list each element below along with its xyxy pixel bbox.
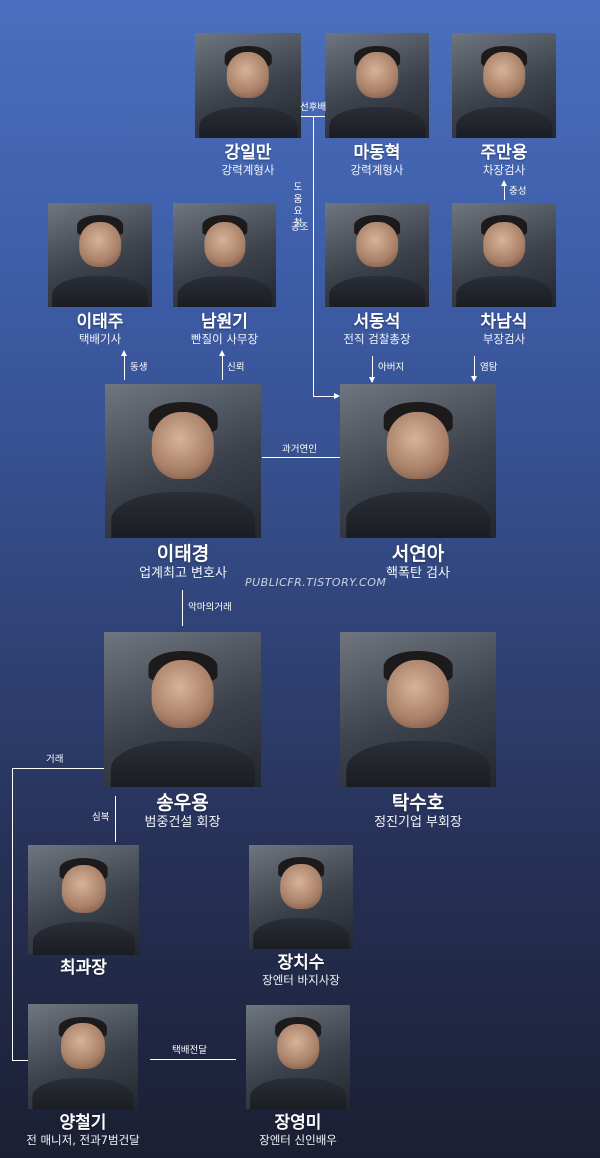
label-deal: 거래	[46, 754, 64, 765]
label-ex-lover: 과거연인	[282, 444, 317, 455]
photo-lee-taekyung	[105, 384, 261, 538]
label-probe: 염탐	[480, 362, 498, 373]
connector-deal-side	[12, 768, 13, 1060]
role-tak-suho: 정진기업 부회장	[374, 815, 462, 830]
name-seo-yeona: 서연아	[391, 543, 445, 565]
role-ma-donghyuk: 강력계형사	[350, 163, 404, 177]
role-kang-ilman: 강력계형사	[221, 163, 275, 177]
photo-nam-wongi	[173, 203, 276, 307]
role-cha-namsik: 부장검사	[482, 332, 526, 346]
label-help-request: 도움요청	[293, 182, 303, 229]
name-choi-gwajang: 최과장	[60, 958, 107, 978]
name-kang-ilman: 강일만	[224, 143, 272, 163]
name-jang-youngmi: 장영미	[274, 1113, 322, 1133]
name-tak-suho: 탁수호	[391, 792, 445, 814]
label-devil-deal: 악마의거래	[188, 602, 232, 613]
photo-ma-donghyuk	[325, 33, 429, 138]
photo-choi-gwajang	[28, 845, 139, 955]
connector-help-line	[313, 117, 314, 397]
name-lee-taekyung: 이태경	[156, 543, 210, 565]
name-cha-namsik: 차남식	[480, 312, 528, 332]
watermark: PUBLICFR.TISTORY.COM	[245, 576, 387, 589]
arrow-sibling	[121, 350, 127, 356]
name-yang-cheolgi: 양철기	[59, 1113, 107, 1133]
photo-seo-dongseok	[325, 203, 429, 307]
connector-henchman	[115, 796, 116, 842]
role-song-wooyong: 범중건설 회장	[144, 815, 221, 830]
connector-deal-top	[12, 768, 104, 769]
arrow-probe	[471, 376, 477, 382]
label-sibling: 동생	[130, 362, 148, 373]
role-joo-manyong: 차장검사	[482, 163, 526, 177]
connector-father	[372, 356, 373, 382]
connector-help-line-horizontal	[313, 396, 335, 397]
photo-yang-cheolgi	[28, 1004, 138, 1109]
arrow-help	[334, 393, 340, 399]
connector-delivery	[150, 1059, 236, 1060]
name-song-wooyong: 송우용	[156, 792, 209, 814]
name-nam-wongi: 남원기	[201, 312, 248, 332]
label-conspiracy: 공조	[291, 222, 309, 233]
label-trust: 신뢰	[227, 362, 245, 373]
name-seo-dongseok: 서동석	[353, 312, 401, 332]
label-delivery: 택배전달	[172, 1045, 207, 1056]
photo-jang-youngmi	[246, 1005, 350, 1109]
connector-trust	[222, 356, 223, 380]
photo-lee-taeju	[48, 203, 152, 307]
connector-loyalty	[504, 186, 505, 200]
arrow-loyalty	[501, 180, 507, 186]
connector-probe	[474, 356, 475, 380]
photo-jang-chisu	[249, 845, 353, 949]
photo-cha-namsik	[452, 203, 556, 307]
role-jang-youngmi: 장엔터 신인배우	[259, 1133, 337, 1147]
role-seo-dongseok: 전직 검찰총장	[343, 332, 411, 346]
connector-deal-bottom	[12, 1060, 28, 1061]
connector-senior-junior	[301, 116, 325, 117]
name-lee-taeju: 이태주	[76, 312, 124, 332]
connector-sibling	[124, 356, 125, 380]
label-loyalty: 충성	[509, 186, 527, 197]
role-jang-chisu: 장엔터 바지사장	[262, 973, 340, 987]
name-ma-donghyuk: 마동혁	[353, 143, 401, 163]
photo-joo-manyong	[452, 33, 556, 138]
role-lee-taeju: 택배기사	[78, 332, 122, 346]
name-joo-manyong: 주만용	[480, 143, 528, 163]
role-yang-cheolgi: 전 매니저, 전과7범건달	[26, 1133, 140, 1147]
arrow-father	[369, 377, 375, 383]
photo-tak-suho	[340, 632, 496, 787]
photo-seo-yeona	[340, 384, 496, 538]
arrow-trust	[219, 350, 225, 356]
label-henchman: 심복	[92, 812, 110, 823]
photo-song-wooyong	[104, 632, 261, 787]
role-nam-wongi: 빤질이 사무장	[190, 332, 259, 346]
connector-devil-deal	[182, 590, 183, 626]
label-father: 아버지	[378, 362, 405, 373]
role-seo-yeona: 핵폭탄 검사	[386, 566, 450, 581]
name-jang-chisu: 장치수	[277, 953, 325, 973]
photo-kang-ilman	[195, 33, 301, 138]
label-senior-junior: 선후배	[300, 102, 327, 113]
connector-ex-lover	[262, 457, 340, 458]
role-lee-taekyung: 업계최고 변호사	[139, 566, 227, 581]
